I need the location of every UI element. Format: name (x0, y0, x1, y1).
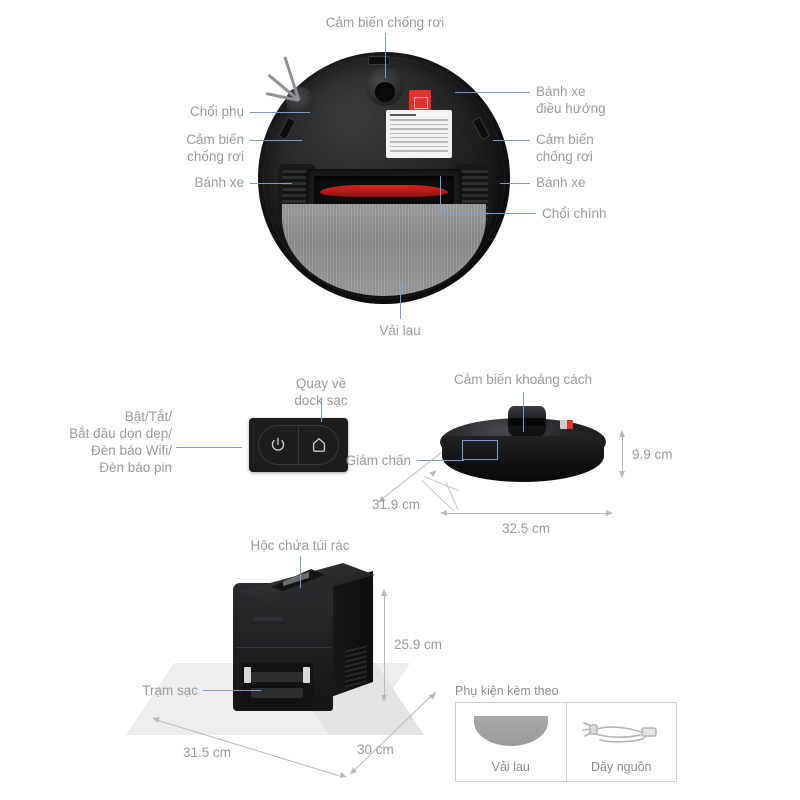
accessory-item-mop: Vải lau (456, 703, 566, 781)
dock-vent-icon (345, 644, 367, 688)
label-cliff-sensor-right: Cảm biến chống rơi (536, 132, 594, 164)
accessories-box: Vải lau Dây nguồn (455, 702, 677, 782)
warning-sticker (409, 90, 431, 114)
label-mop-cloth: Vải lau (379, 323, 421, 338)
control-panel[interactable] (249, 418, 348, 472)
label-dock-return: Quay về dock sạc (294, 376, 348, 408)
leader-bumper (417, 460, 464, 461)
leader-dock-return (321, 398, 322, 422)
side-brush-icon (265, 56, 314, 115)
mop-cloth-icon (473, 716, 548, 746)
leader-power-button (176, 447, 242, 448)
label-distance-sensor: Cảm biến khoảng cách (453, 372, 593, 387)
dock-brand-mark (253, 617, 283, 621)
accessory-label-mop: Vải lau (491, 760, 530, 774)
accessory-label-cord: Dây nguồn (591, 760, 652, 774)
leader-caster-wheel (455, 92, 530, 93)
label-wheel-left: Bánh xe (194, 175, 244, 190)
leader-cliff-top (385, 33, 386, 78)
leader-wheel-right (500, 183, 530, 184)
accessory-item-cord: Dây nguồn (565, 703, 677, 781)
leader-main-brush-v (440, 176, 441, 213)
label-cliff-sensor-left: Cảm biến chống rơi (186, 132, 244, 164)
lidar-sensor-icon (508, 406, 546, 436)
label-charging-station: Trạm sạc (142, 683, 198, 698)
dim-label-height: 9.9 cm (632, 447, 673, 462)
dim-label-width: 32.5 cm (502, 521, 551, 536)
dim-label-depth: 31.9 cm (372, 497, 421, 512)
dim-label-dock-depth: 30 cm (357, 742, 394, 757)
leader-distance-sensor (523, 392, 524, 432)
label-caster-wheel: Bánh xe điều hướng (536, 84, 606, 116)
leader-cliff-left (250, 140, 302, 141)
accessories-title: Phụ kiện kèm theo (455, 684, 559, 698)
leader-cliff-right (493, 140, 530, 141)
label-wheel-right: Bánh xe (536, 175, 586, 190)
power-icon[interactable] (269, 436, 287, 454)
leader-dust-bag (300, 556, 301, 588)
charging-dock-illustration (125, 555, 425, 735)
leader-wheel-left (250, 183, 292, 184)
dim-label-dock-height: 25.9 cm (394, 637, 443, 652)
leader-main-brush-h (440, 213, 536, 214)
label-bumper: Giảm chấn (345, 453, 411, 468)
label-main-brush: Chổi chính (542, 206, 607, 221)
dock-charging-ramp (241, 663, 313, 709)
dim-line-width (444, 513, 610, 514)
dim-label-dock-width: 31.5 cm (183, 745, 232, 760)
home-dock-icon[interactable] (310, 436, 328, 454)
brand-logo (560, 420, 573, 429)
robot-bottom-view-illustration (258, 52, 510, 304)
dock-seam (235, 647, 331, 648)
label-cliff-sensor-top: Cảm biến chống rơi (325, 15, 445, 30)
cliff-sensor-top-icon (368, 56, 390, 65)
power-cord-icon (580, 716, 662, 748)
spec-sticker (386, 110, 452, 158)
dim-line-dock-height (384, 592, 385, 699)
dim-line-height (622, 433, 623, 475)
main-brush-icon (320, 185, 448, 197)
robot-side-view-illustration (421, 406, 606, 512)
leader-mop-cloth (400, 283, 401, 319)
label-power-button: Bật/Tắt/ Bắt đầu dọn dẹp/ Đèn báo Wifi/ … (69, 409, 172, 475)
control-panel-divider (298, 425, 299, 465)
leader-side-brush (250, 112, 310, 113)
label-side-brush: Chổi phụ (189, 104, 244, 119)
leader-charging-station (203, 690, 261, 691)
main-brush-slot (314, 176, 454, 204)
label-dust-bag: Hộc chứa túi rác (250, 538, 350, 553)
bumper-highlight-box (462, 440, 498, 460)
